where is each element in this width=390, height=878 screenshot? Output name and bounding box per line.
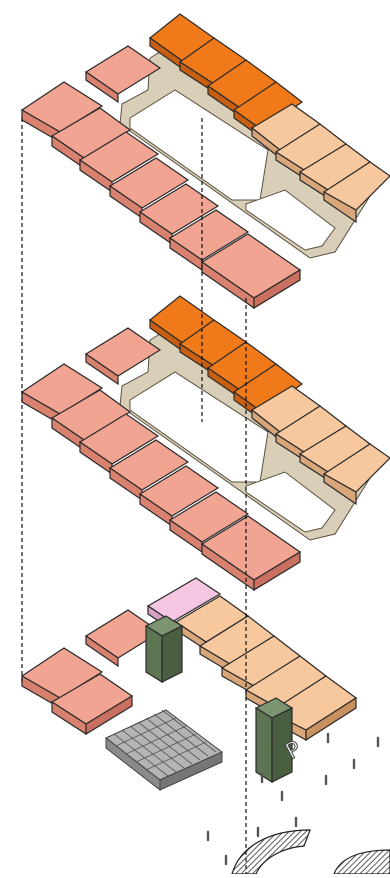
upper-orange-units	[149, 13, 304, 140]
stair-core-north	[144, 615, 184, 684]
alignment-lines	[21, 118, 247, 874]
ground-level: P	[20, 577, 390, 875]
bollards	[206, 732, 380, 866]
middle-salmon-units	[20, 327, 302, 592]
upper-salmon-units	[20, 45, 302, 310]
middle-courtyard-south	[245, 471, 336, 533]
upper-level	[20, 13, 390, 310]
paving-grid	[105, 709, 223, 792]
ground-peach-units	[174, 595, 358, 742]
upper-peach-units	[250, 103, 390, 224]
middle-level	[20, 295, 390, 592]
stair-core-south	[254, 697, 294, 784]
middle-orange-units	[149, 295, 304, 422]
upper-courtyard-south	[245, 189, 336, 251]
hatched-ramp	[231, 829, 390, 875]
ground-salmon-units	[20, 609, 162, 736]
middle-peach-units	[250, 385, 390, 506]
